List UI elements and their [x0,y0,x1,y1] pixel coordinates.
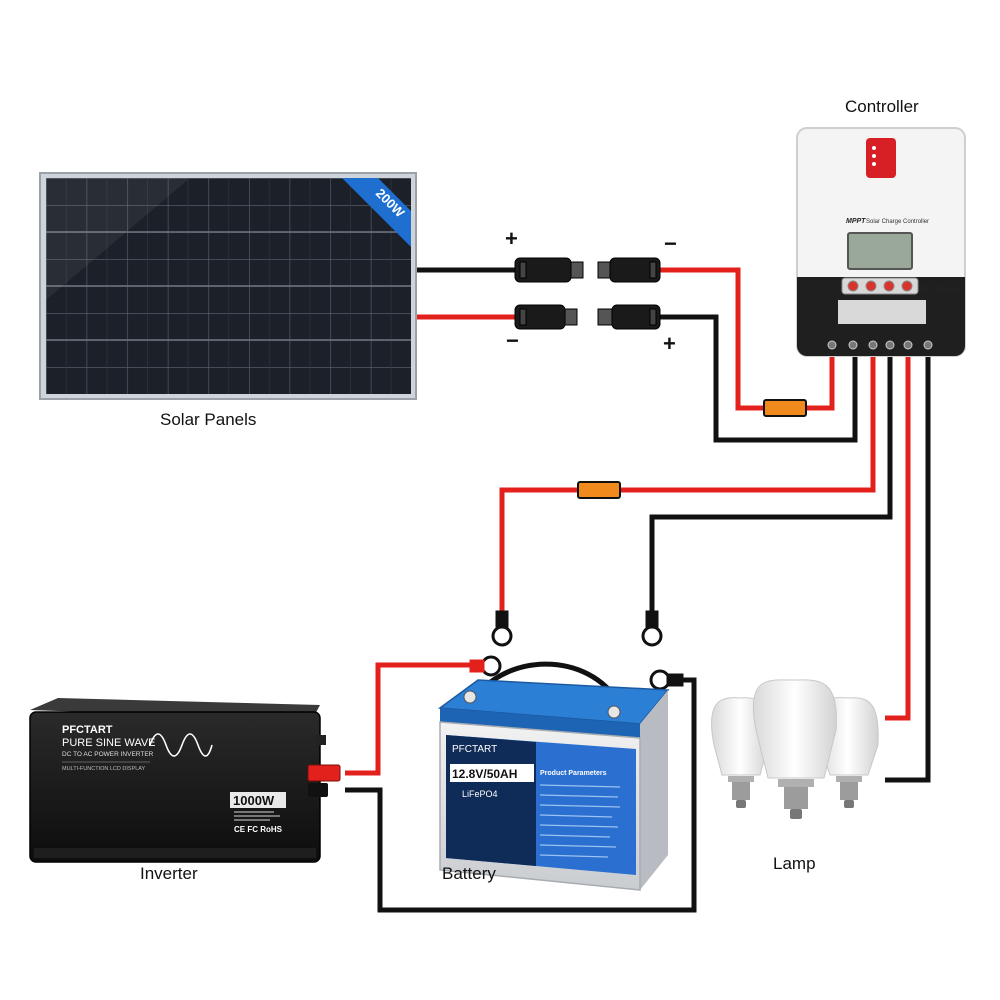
load-positive-wire [885,356,911,721]
label-inverter: Inverter [140,864,198,883]
inverter-brand: PFCTART [62,724,113,736]
controller-led-panel [866,138,896,178]
panel-negative-terminal-plus-sign: + [505,226,518,251]
controller-side-plus-sign: + [663,331,676,356]
ring-terminal-inverter-negative [649,669,671,691]
battery-brand: PFCTART [452,744,497,755]
battery-negative-wire [649,356,893,630]
inverter-positive-terminal [307,764,341,782]
ring-terminals [469,610,684,691]
label-lamp: Lamp [773,854,816,873]
battery-positive-wire [499,356,876,630]
ring-terminal-inverter-positive [480,655,502,677]
inverter-negative-terminal [308,783,328,797]
mc4-female-top [597,257,661,283]
mc4-male-top [514,257,584,283]
ring-terminal-battery-negative [641,625,663,647]
lamp-bulb-center [752,679,837,819]
inverter-display-note: MULTI-FUNCTION LCD DISPLAY [62,766,146,772]
lamps [711,679,879,819]
solar-panel: 200W [39,172,417,400]
controller-marks: CE RoHS [920,284,960,294]
controller-terminals [827,340,933,350]
label-controller: Controller [845,97,919,116]
inverter-marks: CE FC RoHS [234,825,283,834]
panel-positive-terminal-minus-sign: − [506,328,519,353]
controller-lcd [847,232,913,270]
controller-buttons [841,277,919,295]
battery: PFCTART 12.8V/50AH LiFePO4 Product Param… [437,661,670,891]
pv-positive-wire [660,267,835,411]
controller-subtitle: Solar Charge Controller [866,219,929,225]
sine-wave-icon [149,733,213,757]
label-solar-panels: Solar Panels [160,410,257,429]
battery-chemistry: LiFePO4 [462,789,498,799]
controller-brand-line: MPPT [846,218,866,225]
inverter-subtitle: DC TO AC POWER INVERTER [62,751,154,758]
mc4-connectors [514,257,661,330]
load-negative-wire [885,356,931,783]
battery-rating: 12.8V/50AH [452,767,517,781]
inverter-title: PURE SINE WAVE [62,737,156,749]
inverter-negative-wire [345,677,697,913]
inverter-positive-wire [345,662,480,776]
mc4-female-bottom [514,304,578,330]
wattage-ribbon [342,178,411,247]
label-battery: Battery [442,864,496,883]
mc4-male-bottom [597,304,661,330]
wires [345,267,931,913]
fuse-battery [577,481,621,499]
charge-controller: MPPT Solar Charge Controller CE RoHS [796,127,966,357]
ring-terminal-battery-positive [491,625,513,647]
battery-params-title: Product Parameters [540,770,607,777]
fuse-pv [763,399,807,417]
inverter: PFCTART PURE SINE WAVE DC TO AC POWER IN… [29,698,341,863]
inverter-power: 1000W [233,793,275,808]
controller-side-minus-sign: − [664,231,677,256]
inverter-power-badge [230,792,286,808]
pv-negative-wire [660,314,858,443]
